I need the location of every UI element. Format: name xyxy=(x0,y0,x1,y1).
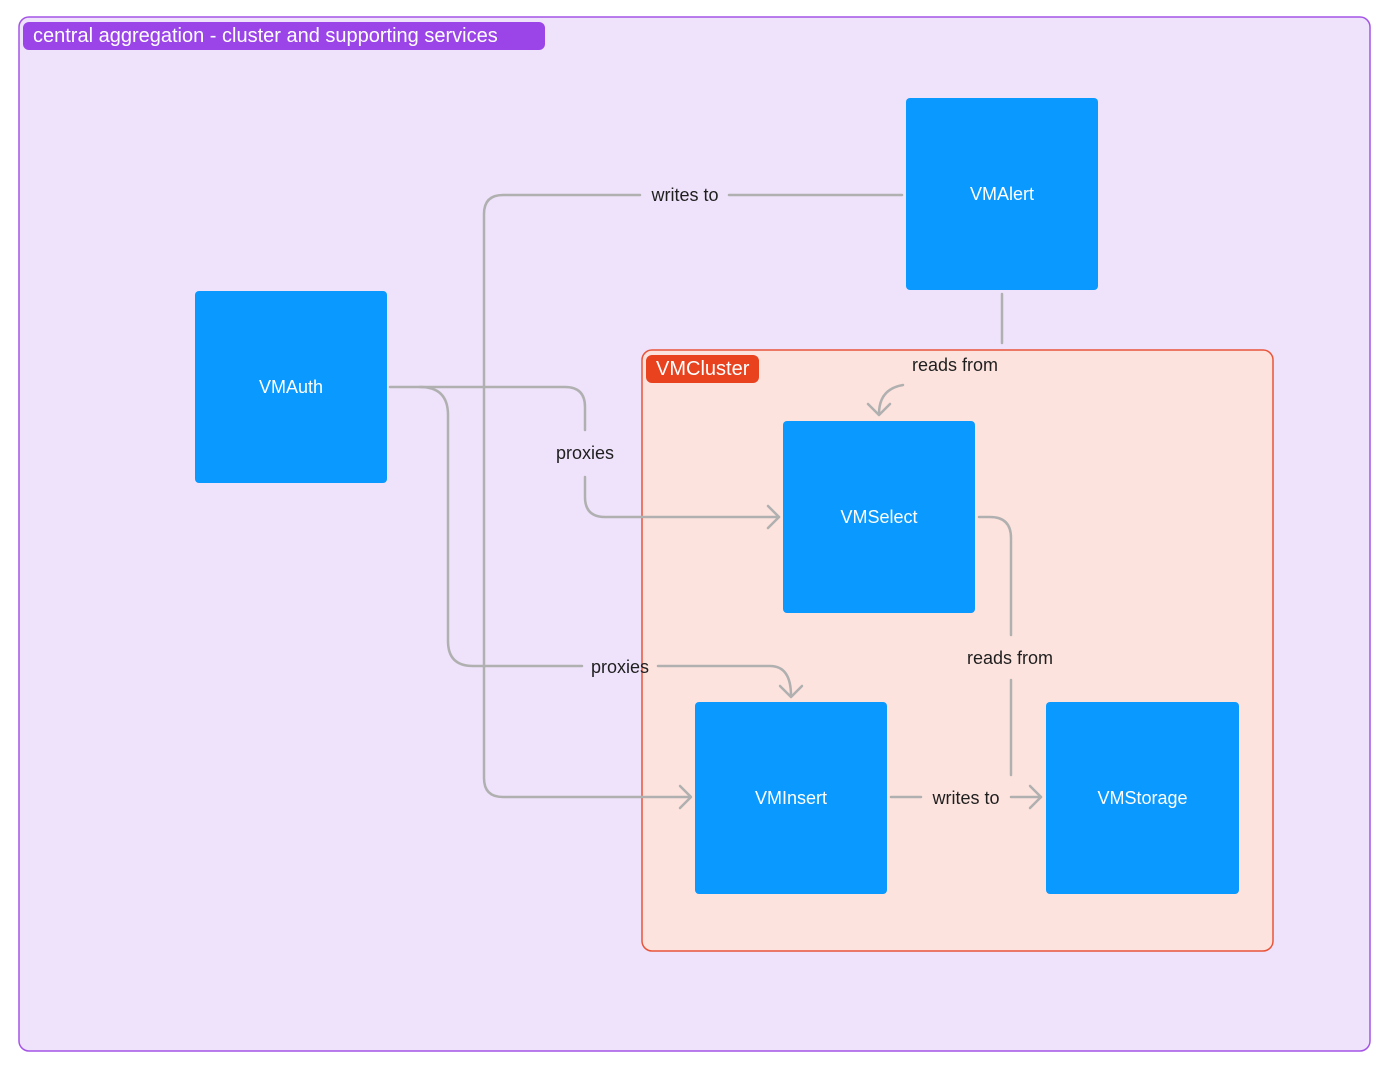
node-vmstorage[interactable]: VMStorage xyxy=(1046,702,1239,894)
cluster-group-title: VMCluster xyxy=(646,355,760,383)
edge-vmauth-proxies-vminsert xyxy=(418,385,793,698)
edge-label-vmauth-proxies-select: proxies xyxy=(555,443,615,463)
edge-vmalert-writes-vminsert xyxy=(482,193,904,799)
edge-vmauth-proxies-vmselect xyxy=(388,385,781,519)
arrowhead-vmstorage-left xyxy=(1028,784,1043,810)
outer-group-title: central aggregation - cluster and suppor… xyxy=(23,22,545,50)
arrowhead-vmselect-left xyxy=(766,504,781,530)
edge-label-vmalert-writes-to: writes to xyxy=(651,185,719,205)
edge-vmalert-reads-vmselect xyxy=(877,292,1004,416)
arrowhead-vminsert-left xyxy=(678,784,693,810)
arrowhead-vmselect-top xyxy=(866,402,892,417)
edge-label-vmauth-proxies-insert: proxies xyxy=(590,657,650,677)
node-vmselect[interactable]: VMSelect xyxy=(783,421,975,613)
edge-label-vmselect-reads-from: reads from xyxy=(966,648,1054,668)
arrowhead-vminsert-top xyxy=(778,684,804,699)
node-vmauth[interactable]: VMAuth xyxy=(195,291,387,483)
edge-label-vminsert-writes-to: writes to xyxy=(932,788,1000,808)
edge-label-vmalert-reads-from: reads from xyxy=(911,355,999,375)
node-vminsert[interactable]: VMInsert xyxy=(695,702,887,894)
node-vmalert[interactable]: VMAlert xyxy=(906,98,1098,290)
edge-vmselect-reads-vmstorage xyxy=(977,515,1013,777)
